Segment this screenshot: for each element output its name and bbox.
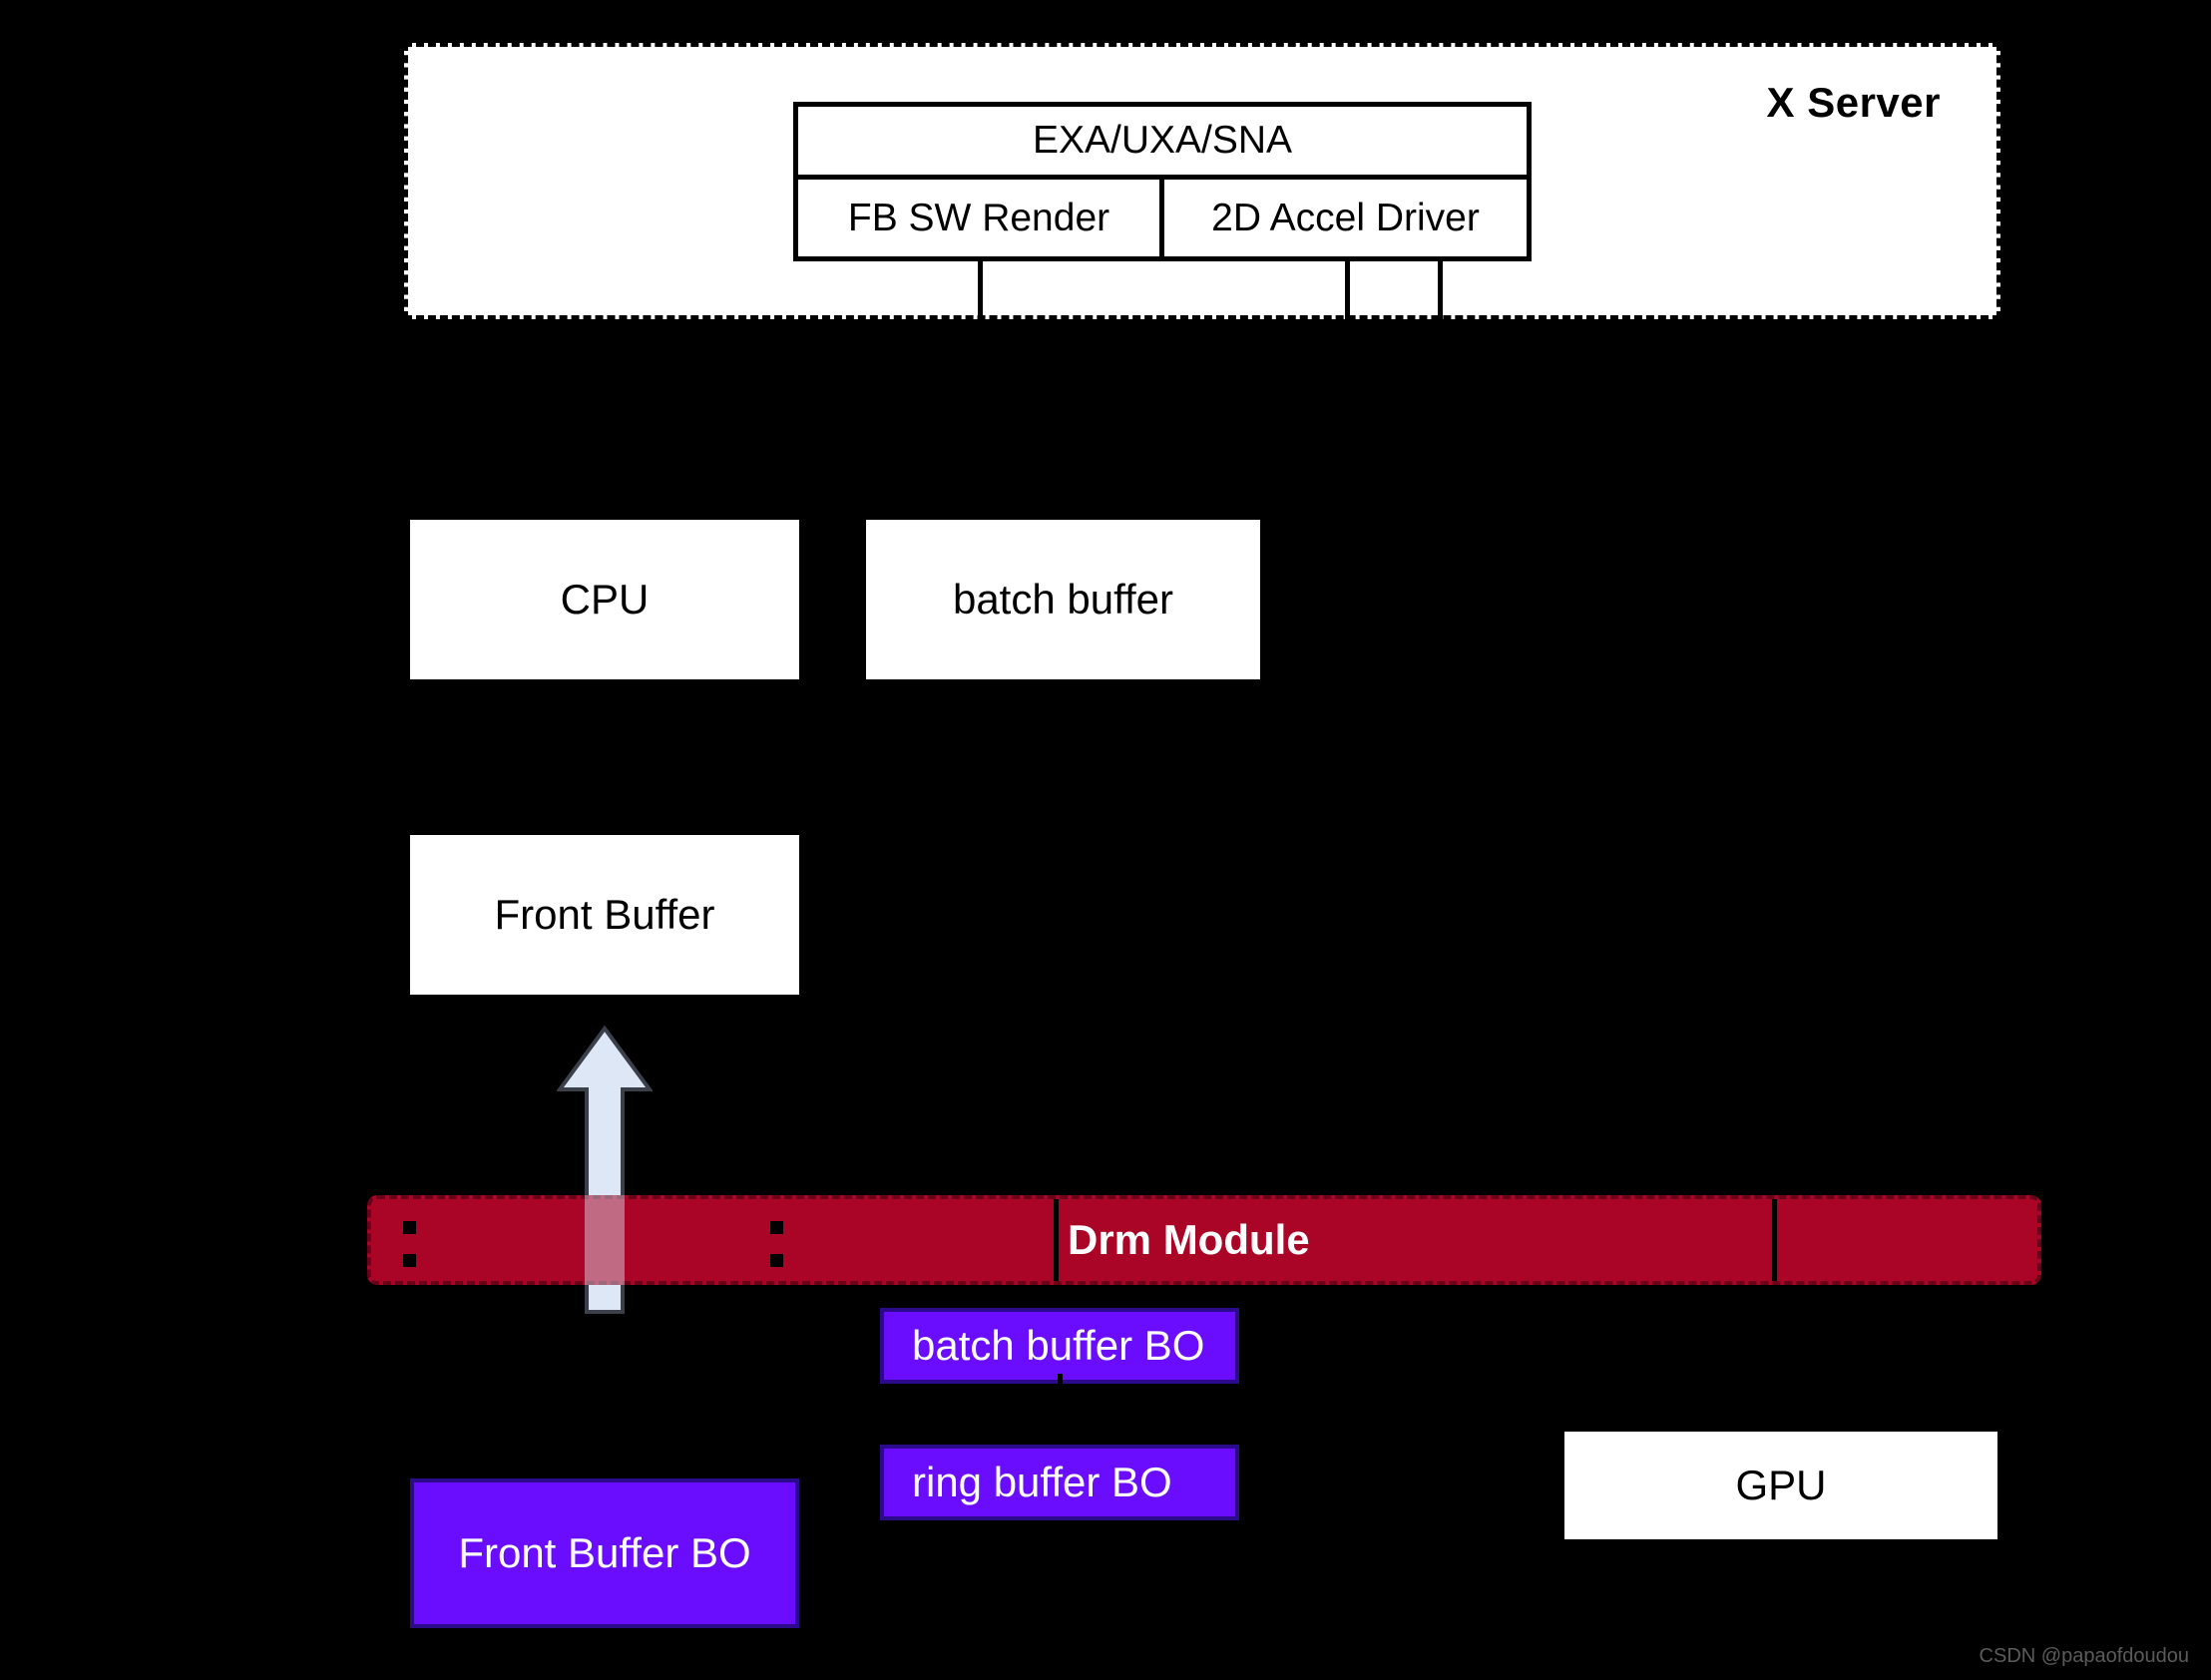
drm-marker-dot-3	[770, 1221, 783, 1234]
drm-marker-dot-4	[770, 1254, 783, 1267]
fb-sw-render-box: FB SW Render	[798, 180, 1164, 256]
cpu-box: CPU	[410, 520, 799, 679]
batch-buffer-bo-box: batch buffer BO	[880, 1308, 1239, 1384]
front-buffer-bo-box: Front Buffer BO	[410, 1478, 799, 1628]
cpu-label: CPU	[560, 576, 650, 623]
drm-module-label: Drm Module	[1068, 1216, 1310, 1263]
batch-buffer-bo-label: batch buffer BO	[912, 1322, 1205, 1369]
x-server-title: X Server	[1766, 79, 1941, 126]
batch-buffer-label: batch buffer	[952, 576, 1174, 623]
connector-bo-stub-upper	[1058, 1374, 1063, 1396]
front-buffer-label: Front Buffer	[494, 891, 715, 938]
drm-divider-right	[1772, 1199, 1777, 1281]
exa-uxa-sna-box: EXA/UXA/SNA	[798, 107, 1527, 180]
batch-buffer-box: batch buffer	[866, 520, 1260, 679]
accel-row: FB SW Render 2D Accel Driver	[798, 180, 1527, 256]
front-buffer-up-arrow	[557, 1026, 653, 1315]
2d-accel-driver-box: 2D Accel Driver	[1211, 196, 1480, 239]
gpu-box: GPU	[1564, 1432, 1997, 1539]
drm-marker-dot-2	[403, 1254, 416, 1267]
front-buffer-box: Front Buffer	[410, 835, 799, 995]
front-buffer-bo-label: Front Buffer BO	[458, 1529, 751, 1576]
ring-buffer-bo-box: ring buffer BO	[880, 1445, 1239, 1520]
drm-divider-left	[1054, 1199, 1059, 1281]
gpu-label: GPU	[1735, 1462, 1827, 1508]
ring-buffer-bo-label: ring buffer BO	[912, 1459, 1172, 1505]
connector-2d-accel-right	[1438, 261, 1443, 319]
connector-bo-stub-lower	[1058, 1422, 1063, 1444]
accel-stack-group: EXA/UXA/SNA FB SW Render 2D Accel Driver	[793, 102, 1532, 261]
connector-fb-sw-render	[978, 261, 983, 319]
drm-marker-dot-1	[403, 1221, 416, 1234]
watermark-text: CSDN @papaofdoudou	[1979, 1645, 2189, 1667]
drm-module-bar: Drm Module	[367, 1195, 2041, 1285]
connector-2d-accel-left	[1345, 261, 1350, 319]
